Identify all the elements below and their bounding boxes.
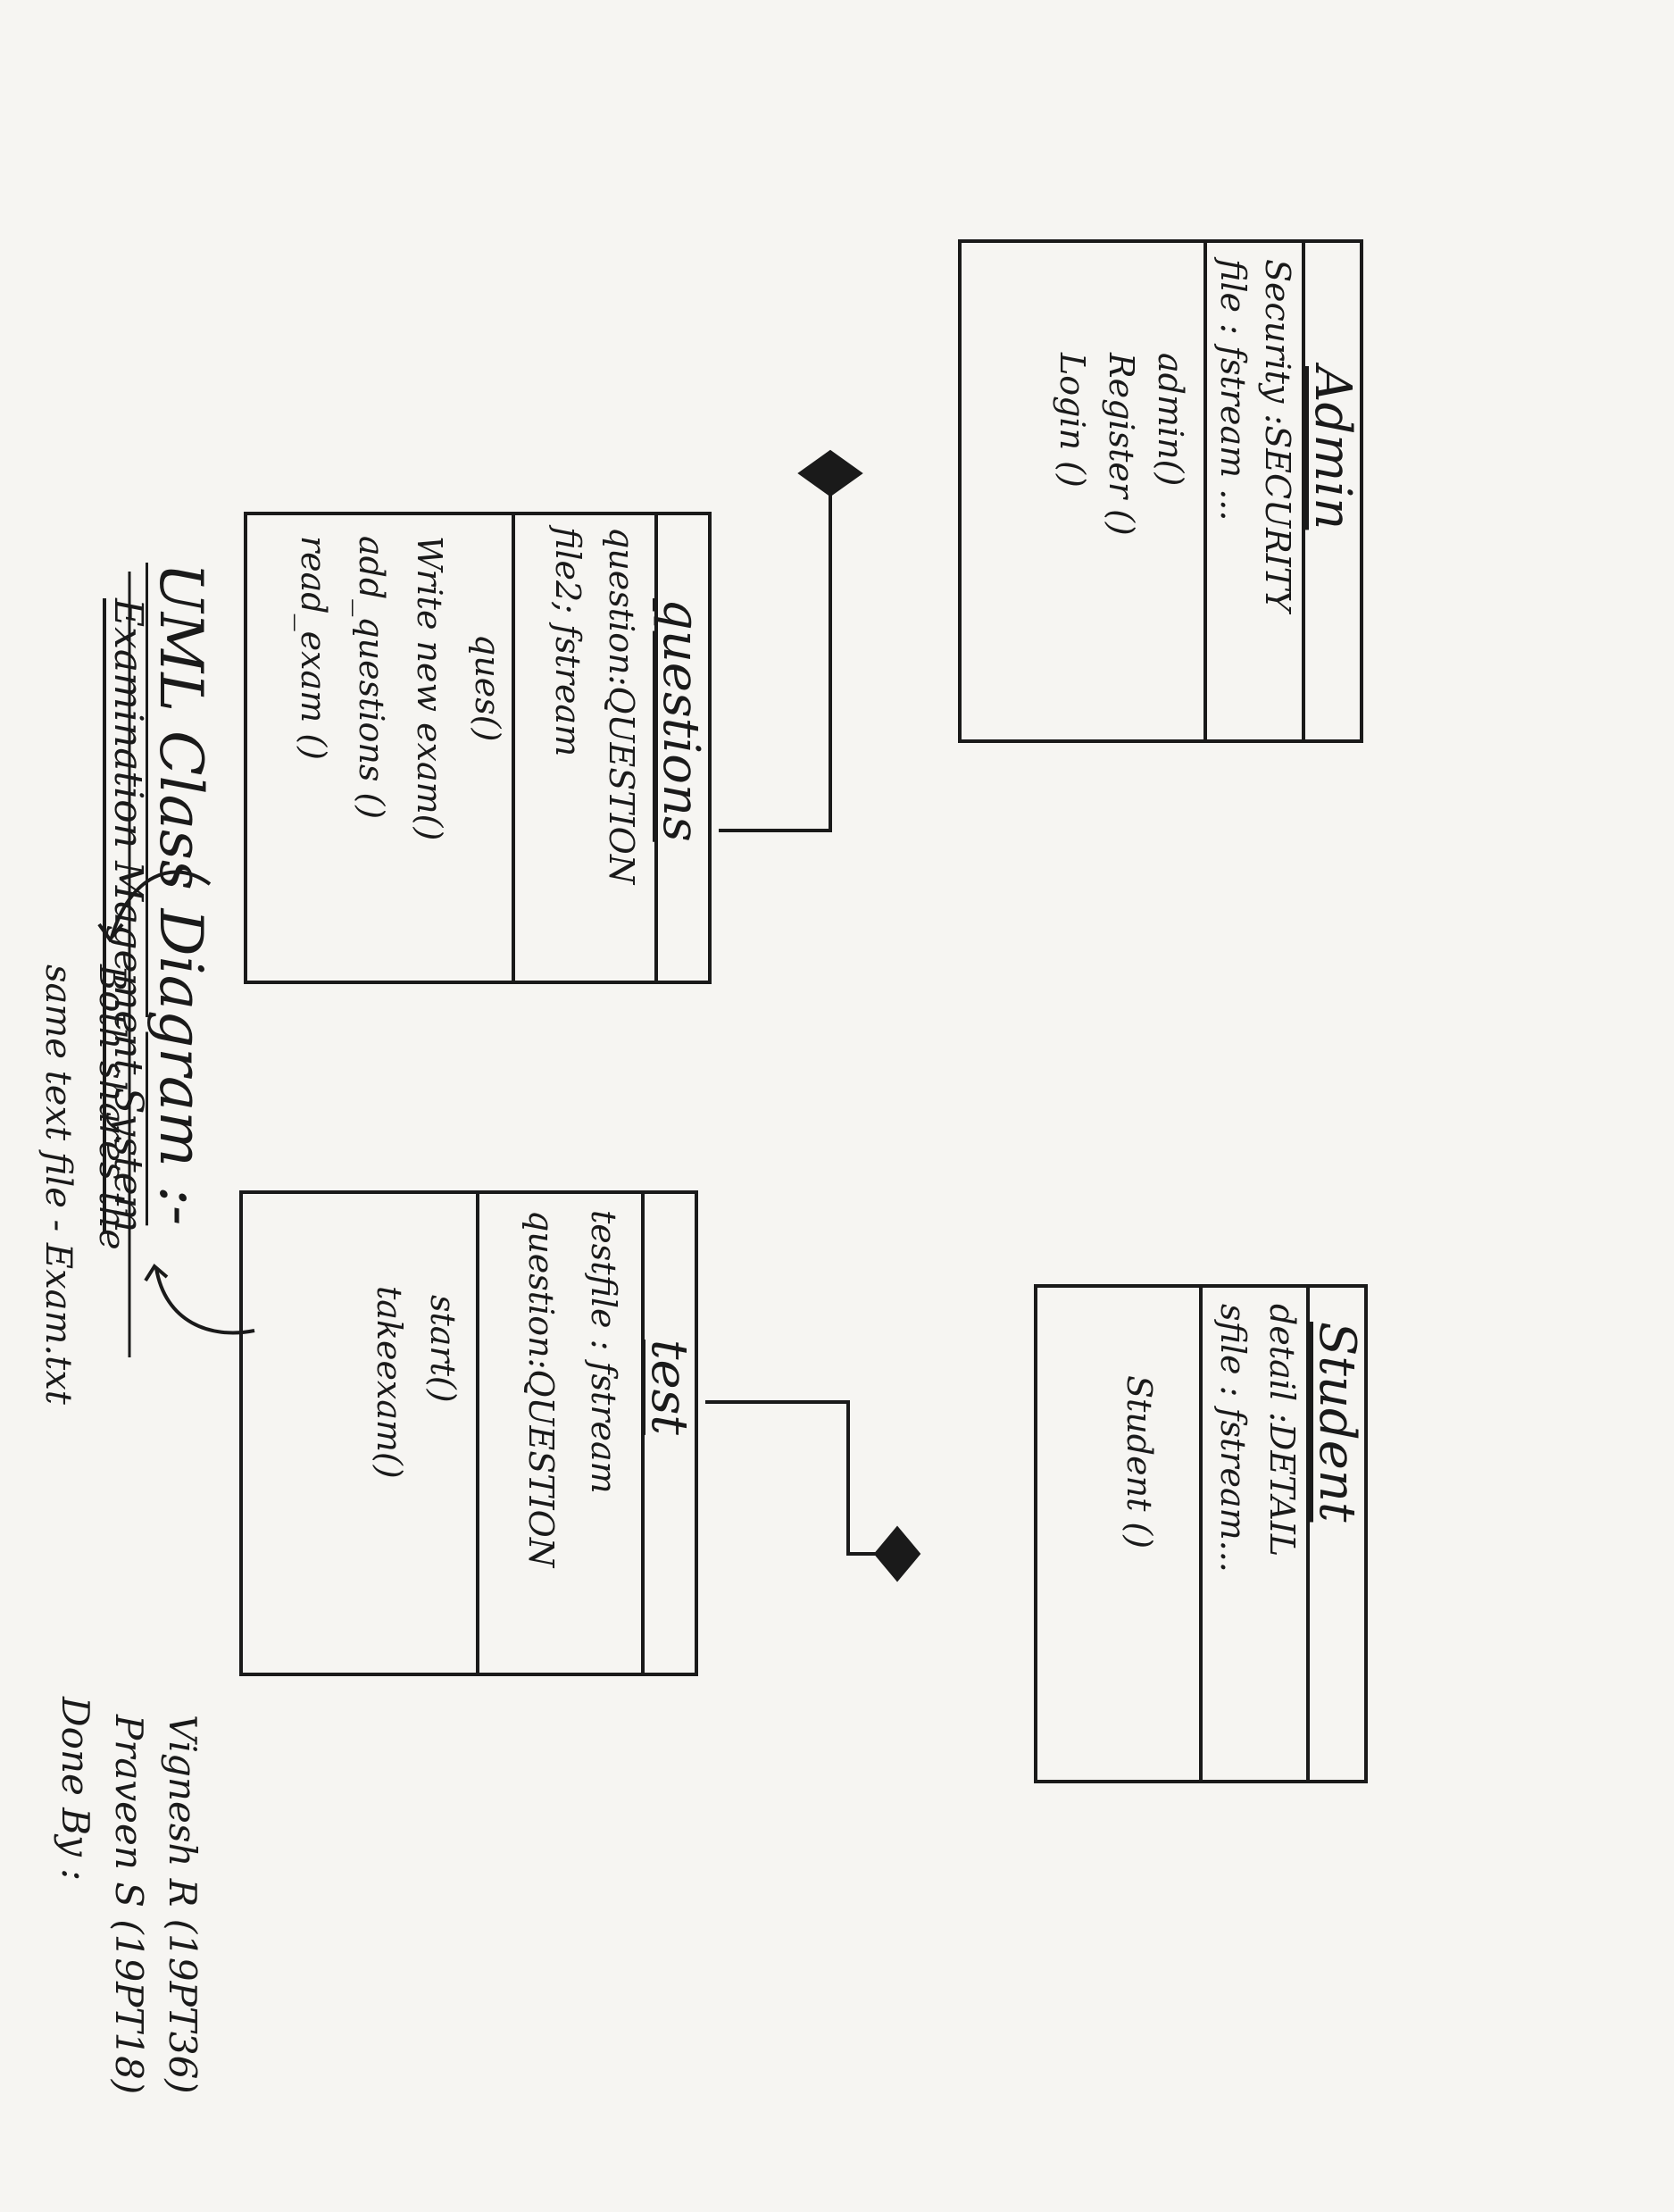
note-arrow-bottom (154, 1267, 255, 1335)
questions-box (244, 512, 712, 984)
admin-class-name: Admin (1303, 366, 1362, 530)
composition-diamond-admin (797, 449, 863, 497)
admin-attr-2: file : fstream ... (1213, 259, 1253, 522)
student-attr-2: sfile : fstream... (1213, 1304, 1253, 1573)
done-by-label: Done By : (54, 1697, 97, 1882)
composition-diamond-student (873, 1525, 921, 1582)
test-op-2: takeexam() (370, 1286, 409, 1479)
note-arrowhead-bottom (144, 1263, 169, 1282)
questions-op-3: add_questions () (352, 536, 391, 820)
diagram-title: UML Class Diagram :- (146, 563, 215, 1226)
test-attr-2: question:QUESTION (521, 1210, 561, 1568)
admin-op-1: admin() (1151, 353, 1190, 487)
questions-op-4: read_exam () (294, 536, 333, 760)
test-attr-1: testfile : fstream (584, 1210, 623, 1494)
note-line-2: same text file - Exam.txt (37, 964, 79, 1405)
test-op-1: start() (423, 1295, 462, 1403)
admin-op-3: Login () (1053, 353, 1092, 488)
admin-attr-1: Security :SECURITY (1258, 259, 1297, 613)
student-op-1: Student () (1120, 1375, 1159, 1549)
admin-questions-connector (719, 473, 832, 832)
note-line-1: Both shares the (91, 964, 132, 1250)
test-box (239, 1190, 698, 1676)
questions-attr-1: question:QUESTION (602, 527, 641, 885)
questions-op-2: Write new exam() (410, 536, 449, 841)
admin-box (958, 239, 1363, 743)
questions-op-1: ques() (468, 634, 507, 742)
questions-attr-2: file2; fstream (548, 527, 587, 757)
student-test-connector (705, 1400, 884, 1556)
done-by-member-1: Praveen S (19PT18) (107, 1715, 151, 2095)
done-by-member-2: Vignesh R (19PT36) (161, 1715, 204, 2094)
admin-op-2: Register () (1102, 353, 1141, 536)
student-class-name: Student (1308, 1322, 1366, 1523)
student-attr-1: detail :DETAIL (1262, 1304, 1302, 1557)
note-arrowhead-top (97, 922, 124, 943)
questions-class-name: questions (652, 598, 710, 842)
test-class-name: test (640, 1340, 698, 1435)
note-arrow-top (110, 870, 212, 939)
